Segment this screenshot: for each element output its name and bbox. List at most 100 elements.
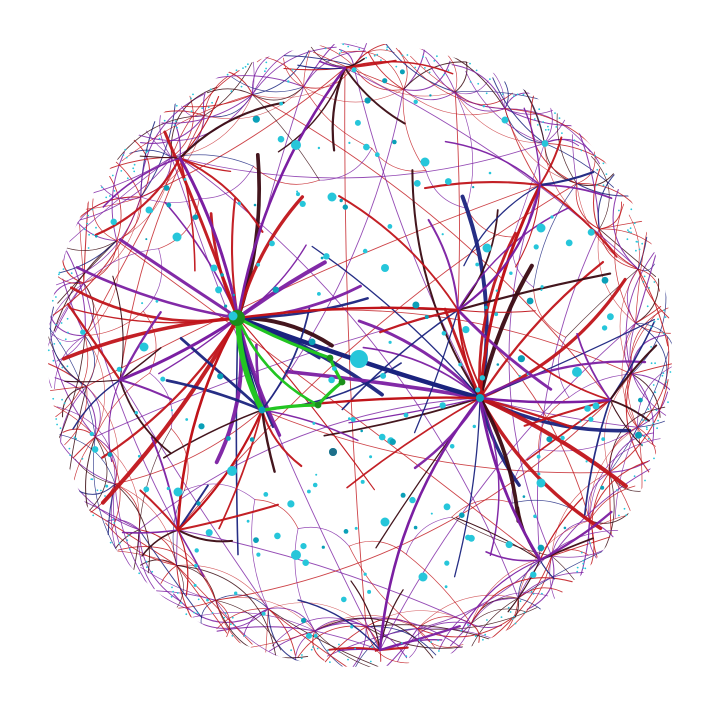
edge-peripheral [138, 529, 155, 590]
edge-strong [176, 316, 240, 532]
node-large [291, 140, 301, 150]
node-peripheral [489, 78, 491, 80]
edge-peripheral [173, 593, 269, 623]
edge-inward [177, 529, 472, 625]
node [134, 411, 138, 415]
node [533, 244, 539, 250]
node-peripheral [635, 240, 638, 243]
edge-radial [150, 436, 179, 531]
edge-peripheral [174, 565, 184, 611]
node [495, 289, 498, 292]
edge-peripheral [450, 623, 472, 647]
node [536, 454, 541, 459]
node-peripheral [176, 592, 179, 594]
edge-peripheral-link [303, 86, 404, 103]
node-peripheral [185, 613, 188, 616]
edge-peripheral [365, 626, 437, 656]
edge-peripheral [74, 458, 116, 485]
node-large [536, 223, 546, 233]
edge-radial [174, 122, 181, 159]
node-peripheral [163, 119, 166, 122]
edge-radial [515, 184, 541, 268]
node-peripheral [582, 559, 585, 562]
edge-peripheral [365, 624, 490, 640]
edge-peripheral [267, 608, 351, 667]
edge-radial [478, 360, 647, 400]
edge-radial [235, 260, 327, 321]
node-peripheral [180, 602, 183, 604]
edge-peripheral [55, 335, 89, 418]
edge-peripheral-link [454, 91, 545, 144]
edge-peripheral-link [470, 555, 552, 625]
node [350, 417, 356, 422]
edge-strong [118, 316, 240, 382]
edge-midring-spoke [538, 426, 638, 452]
node-peripheral [233, 624, 236, 626]
node [409, 496, 416, 504]
edge-radial [165, 379, 264, 412]
node [263, 492, 269, 497]
edge-radial [477, 395, 628, 489]
node-large [501, 116, 509, 124]
node-peripheral [190, 97, 192, 100]
edge-radial [485, 551, 541, 562]
edge-peripheral [454, 60, 468, 93]
node [194, 548, 199, 553]
edge-peripheral [589, 485, 636, 521]
node-peripheral [329, 661, 331, 663]
edge-radial [411, 169, 482, 400]
node [299, 200, 306, 207]
edge-peripheral [592, 168, 639, 270]
node-peripheral [197, 598, 200, 601]
edge-peripheral [72, 436, 96, 489]
node-peripheral [648, 287, 650, 289]
node-peripheral [113, 522, 116, 524]
edge-radial [477, 263, 534, 401]
edge-radial [72, 379, 121, 430]
node [459, 512, 465, 518]
node-peripheral [653, 281, 656, 283]
node [246, 519, 250, 523]
edge-peripheral [61, 385, 88, 418]
node [488, 171, 492, 175]
node-peripheral [652, 384, 655, 386]
node-peripheral [59, 427, 62, 430]
node [193, 583, 197, 587]
edge-midring [319, 147, 373, 181]
node [444, 560, 450, 566]
node [540, 285, 544, 289]
node-peripheral [240, 85, 243, 88]
node [170, 409, 173, 412]
node-peripheral [338, 643, 340, 646]
node [441, 331, 447, 336]
edge-peripheral [340, 50, 404, 90]
node [272, 286, 279, 293]
node [540, 289, 543, 291]
node-peripheral [547, 125, 549, 128]
edge-strong [478, 183, 542, 400]
node [563, 526, 567, 530]
node-large [227, 466, 237, 476]
node-peripheral [596, 168, 599, 171]
node [472, 186, 475, 189]
edge-radial [609, 399, 650, 422]
node-peripheral [69, 454, 72, 457]
node-peripheral [442, 74, 445, 76]
edge-midring-spoke [94, 372, 151, 438]
edge-radial [523, 107, 541, 186]
edge-peripheral [631, 373, 661, 418]
edge-peripheral [551, 465, 657, 557]
edge-peripheral-link [171, 115, 205, 158]
node [367, 589, 372, 594]
node-peripheral [669, 371, 672, 373]
node-peripheral [386, 46, 389, 48]
node-peripheral [105, 196, 108, 199]
node [399, 69, 405, 75]
node [196, 501, 201, 506]
node [364, 97, 371, 104]
node-peripheral [316, 647, 319, 650]
node [443, 503, 451, 511]
edge-midring [253, 165, 320, 185]
edge-peripheral [216, 626, 316, 632]
node-peripheral [638, 248, 641, 251]
